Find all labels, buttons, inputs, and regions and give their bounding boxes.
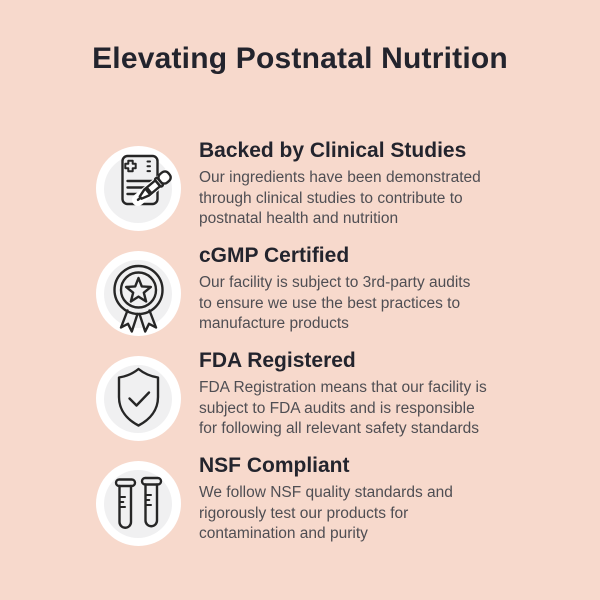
feature-body-line: contamination and purity	[199, 525, 368, 542]
feature-text: FDA Registered FDA Registration means th…	[199, 349, 487, 440]
feature-body-line: We follow NSF quality standards and	[199, 484, 453, 501]
feature-row-fda: FDA Registered FDA Registration means th…	[96, 349, 487, 454]
test-tubes-icon	[96, 461, 181, 546]
feature-body-line: for following all relevant safety standa…	[199, 420, 480, 437]
feature-row-clinical-studies: Backed by Clinical Studies Our ingredien…	[96, 139, 487, 244]
feature-body-line: rigorously test our products for	[199, 504, 409, 522]
feature-body-line: postnatal health and nutrition	[199, 210, 399, 227]
feature-heading: NSF Compliant	[199, 454, 350, 477]
feature-body-line: FDA Registration means that our facility…	[199, 379, 487, 396]
feature-row-nsf: NSF Compliant We follow NSF quality stan…	[96, 454, 487, 559]
feature-body-line: Our ingredients have been demonstrated	[199, 169, 481, 186]
feature-text: cGMP Certified Our facility is subject t…	[199, 244, 470, 335]
feature-body-line: Our facility is subject to 3rd-party aud…	[199, 274, 471, 291]
shield-check-icon	[96, 356, 181, 441]
icon-badge	[96, 146, 181, 231]
icon-badge	[96, 356, 181, 441]
feature-row-cgmp: cGMP Certified Our facility is subject t…	[96, 244, 487, 349]
feature-text: Backed by Clinical Studies Our ingredien…	[199, 139, 481, 230]
page-title: Elevating Postnatal Nutrition	[92, 42, 508, 75]
feature-body-line: to ensure we use the best practices to	[199, 294, 461, 312]
feature-body-line: subject to FDA audits and is responsible	[199, 399, 475, 417]
clipboard-dropper-icon	[96, 146, 181, 231]
feature-heading: FDA Registered	[199, 349, 356, 372]
feature-text: NSF Compliant We follow NSF quality stan…	[199, 454, 453, 545]
icon-badge	[96, 461, 181, 546]
feature-body-line: manufacture products	[199, 315, 349, 332]
feature-body-line: through clinical studies to contribute t…	[199, 189, 463, 207]
feature-heading: Backed by Clinical Studies	[199, 139, 467, 162]
feature-heading: cGMP Certified	[199, 244, 350, 267]
icon-badge	[96, 251, 181, 336]
medal-star-icon	[96, 251, 181, 336]
feature-list: Backed by Clinical Studies Our ingredien…	[96, 139, 487, 559]
